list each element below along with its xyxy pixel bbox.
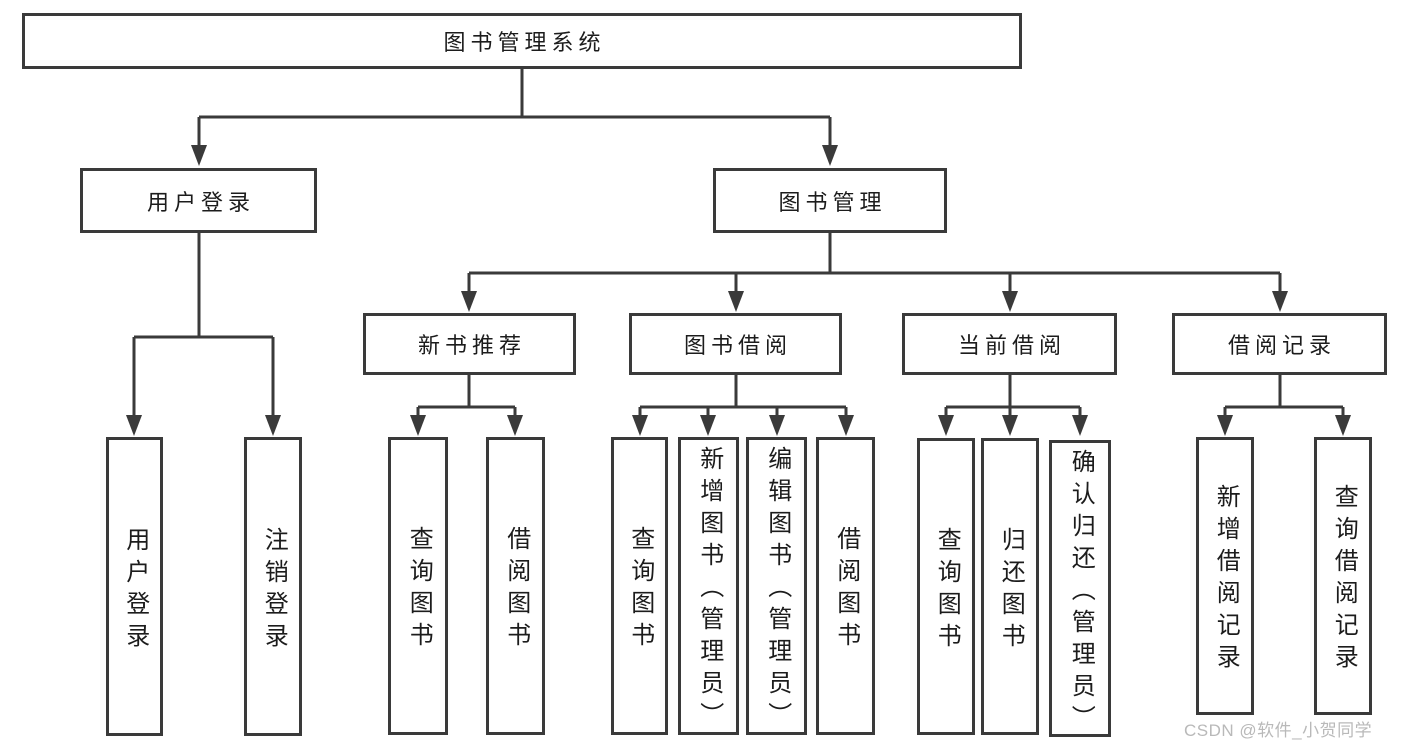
leaf-user-login: 用户登录 bbox=[106, 437, 163, 736]
leaf-bb-search-book-label: 查询图书 bbox=[626, 526, 654, 654]
leaf-br-search-record-label: 查询借阅记录 bbox=[1330, 484, 1358, 676]
leaf-bb-add-book-label: 新增图书（管理员） bbox=[695, 446, 723, 734]
leaf-br-add-record: 新增借阅记录 bbox=[1196, 437, 1254, 715]
leaf-nbr-borrow-book-label: 借阅图书 bbox=[502, 526, 530, 654]
node-book-borrow-label: 图书借阅 bbox=[683, 333, 792, 358]
node-borrow-records-label: 借阅记录 bbox=[1227, 333, 1336, 358]
leaf-cb-search-book: 查询图书 bbox=[917, 438, 975, 735]
leaf-br-add-record-label: 新增借阅记录 bbox=[1212, 484, 1240, 676]
node-current-borrow: 当前借阅 bbox=[902, 313, 1117, 375]
leaf-nbr-search-book: 查询图书 bbox=[388, 437, 448, 735]
node-current-borrow-label: 当前借阅 bbox=[957, 333, 1066, 358]
node-user-login-label: 用户登录 bbox=[146, 189, 255, 215]
node-book-mgmt: 图书管理 bbox=[713, 168, 947, 233]
leaf-bb-borrow-book-label: 借阅图书 bbox=[832, 526, 860, 654]
leaf-bb-add-book: 新增图书（管理员） bbox=[678, 437, 739, 735]
csdn-watermark: CSDN @软件_小贺同学 bbox=[1184, 721, 1373, 740]
node-book-mgmt-label: 图书管理 bbox=[778, 189, 887, 215]
leaf-cb-return-book-label: 归还图书 bbox=[997, 526, 1025, 655]
arrowhead bbox=[822, 145, 838, 166]
arrowhead bbox=[838, 415, 854, 436]
leaf-cb-confirm-return: 确认归还（管理员） bbox=[1049, 440, 1111, 737]
leaf-bb-search-book: 查询图书 bbox=[611, 437, 668, 735]
arrowhead bbox=[461, 291, 477, 312]
node-user-login: 用户登录 bbox=[80, 168, 317, 233]
leaf-logout-label: 注销登录 bbox=[260, 526, 288, 655]
arrowhead bbox=[1002, 415, 1018, 436]
leaf-user-login-label: 用户登录 bbox=[121, 526, 149, 655]
arrowhead bbox=[507, 415, 523, 436]
node-borrow-records: 借阅记录 bbox=[1172, 313, 1387, 375]
arrowhead bbox=[1272, 291, 1288, 312]
arrowhead bbox=[938, 415, 954, 436]
leaf-bb-borrow-book: 借阅图书 bbox=[816, 437, 875, 735]
leaf-nbr-search-book-label: 查询图书 bbox=[405, 526, 433, 654]
leaf-cb-return-book: 归还图书 bbox=[981, 438, 1039, 735]
leaf-bb-edit-book: 编辑图书（管理员） bbox=[746, 437, 807, 735]
leaf-cb-search-book-label: 查询图书 bbox=[933, 526, 961, 655]
node-new-book-rec: 新书推荐 bbox=[363, 313, 576, 375]
arrowhead bbox=[126, 415, 142, 436]
node-book-borrow: 图书借阅 bbox=[629, 313, 842, 375]
node-root-label: 图书管理系统 bbox=[443, 30, 606, 55]
arrowhead bbox=[191, 145, 207, 166]
node-new-book-rec-label: 新书推荐 bbox=[417, 333, 526, 358]
arrowhead bbox=[1002, 291, 1018, 312]
arrowhead bbox=[410, 415, 426, 436]
arrowhead bbox=[1072, 415, 1088, 436]
arrowhead bbox=[265, 415, 281, 436]
leaf-br-search-record: 查询借阅记录 bbox=[1314, 437, 1372, 715]
leaf-nbr-borrow-book: 借阅图书 bbox=[486, 437, 545, 735]
arrowhead bbox=[1217, 415, 1233, 436]
arrowhead bbox=[769, 415, 785, 436]
arrowhead bbox=[700, 415, 716, 436]
arrowhead bbox=[728, 291, 744, 312]
leaf-cb-confirm-return-label: 确认归还（管理员） bbox=[1067, 448, 1095, 737]
leaf-bb-edit-book-label: 编辑图书（管理员） bbox=[763, 446, 791, 734]
arrowhead bbox=[1335, 415, 1351, 436]
leaf-logout: 注销登录 bbox=[244, 437, 302, 736]
arrowhead bbox=[632, 415, 648, 436]
node-root: 图书管理系统 bbox=[22, 13, 1022, 69]
